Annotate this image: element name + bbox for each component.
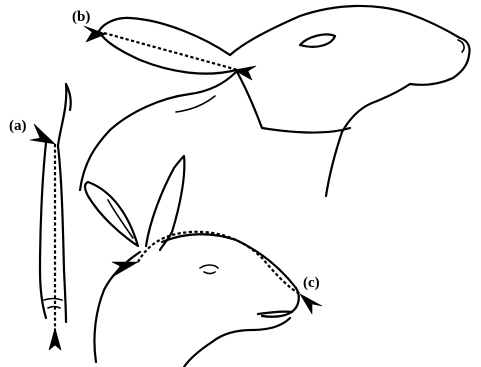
fawn-head-drawing [85, 156, 299, 367]
measurement-a: (a) [9, 118, 61, 350]
tail-right-outline [58, 84, 66, 322]
measurement-b-left-arrow-icon [84, 26, 106, 42]
label-a: (a) [9, 118, 27, 134]
label-c: (c) [303, 275, 320, 291]
adult-ear-outline [99, 18, 236, 74]
adult-nostril [458, 40, 464, 52]
fawn-neck-back-outline [94, 252, 140, 362]
fawn-head-top-outline [162, 234, 296, 288]
measurement-c-right-arrow-icon [300, 294, 322, 314]
adult-throat-outline [326, 132, 342, 196]
fawn-neck-outline [184, 342, 212, 367]
adult-head-top-outline [230, 6, 470, 78]
measurement-c: (c) [112, 232, 322, 314]
adult-deer-head-drawing [80, 6, 470, 196]
fawn-far-ear-outline [85, 182, 138, 246]
adult-eye [300, 34, 335, 46]
measurement-a-top-arrow-icon [30, 124, 55, 144]
measurement-a-bottom-arrow-icon [49, 328, 61, 350]
tail-left-outline [40, 143, 46, 318]
adult-neck-fold [176, 96, 215, 112]
tail-tip-marks [44, 299, 62, 309]
adult-neck-back-outline [80, 72, 236, 190]
label-b: (b) [72, 9, 90, 25]
fawn-eye [200, 265, 218, 274]
measurement-b: (b) [72, 9, 256, 80]
fawn-chin-outline [212, 318, 290, 342]
adult-mouth-outline [342, 78, 453, 132]
measurement-c-left-arrow-icon [112, 262, 138, 276]
adult-cheek-outline [236, 70, 350, 133]
